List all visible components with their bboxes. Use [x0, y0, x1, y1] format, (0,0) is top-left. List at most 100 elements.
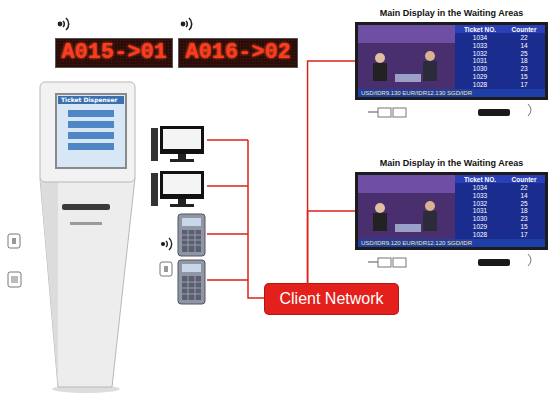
media-box [478, 259, 510, 266]
table-cell: 25 [504, 200, 544, 207]
main-display: Main Display in the Waiting AreasTicket … [355, 22, 548, 100]
socket-plate [378, 258, 391, 267]
monitor-stand [178, 154, 186, 159]
kiosk-screen-bg [55, 93, 127, 169]
keypad-keys [182, 230, 201, 252]
wifi-arc [169, 238, 172, 250]
media-box [478, 109, 510, 116]
node-title: A015->01 [56, 39, 172, 67]
monitor-frame [160, 126, 204, 154]
node-title: Client Network [265, 284, 398, 314]
keypad-body [178, 260, 205, 304]
table-cell: 1032 [457, 50, 503, 57]
table-cell: 14 [504, 42, 544, 49]
wifi-arc [66, 18, 69, 30]
table-cell: 1029 [457, 223, 503, 230]
wifi-dot [162, 243, 165, 246]
wifi-arc [186, 21, 187, 27]
node-title: Main Display in the Waiting Areas [355, 8, 548, 18]
table-cell: 22 [504, 184, 544, 191]
socket-plate [160, 262, 172, 276]
table-cell: 1031 [457, 57, 503, 64]
tv-picture [358, 175, 545, 247]
ticker-text: USD/IDR9.130 EUR/IDR12.130 SGD/IDR [361, 89, 541, 97]
table-cell: 1033 [457, 42, 503, 49]
presenter-body [373, 213, 387, 231]
presenter-head [425, 51, 435, 61]
keypad-grid [182, 230, 201, 252]
wifi-arc [189, 18, 192, 30]
socket-hole [164, 266, 168, 272]
socket-plate [8, 272, 21, 287]
table-cell: 1031 [457, 207, 503, 214]
network-connector [308, 61, 355, 284]
table-cell: 1032 [457, 200, 503, 207]
cable [368, 262, 378, 263]
wifi-arc [63, 21, 64, 27]
presenter-body [423, 211, 437, 231]
table-header: Ticket NO. [457, 176, 503, 183]
socket-plate [393, 108, 406, 117]
kiosk-head [40, 82, 135, 182]
wifi-symbol [58, 18, 68, 30]
queue-table-header [455, 175, 545, 183]
studio-backdrop [358, 25, 455, 89]
cable [528, 254, 531, 266]
pc-terminal [151, 171, 204, 207]
socket-plate [378, 108, 391, 117]
table-cell: 23 [504, 215, 544, 222]
table-cell: 14 [504, 192, 544, 199]
screen-button [68, 143, 114, 150]
ticker-text: USD/IDR9.120 EUR/IDR12.120 SGD/IDR [361, 239, 541, 247]
presenter-head [375, 203, 385, 213]
monitor-base [170, 204, 194, 207]
studio-backdrop [358, 175, 455, 239]
table-cell: 25 [504, 50, 544, 57]
studio-lights [358, 175, 455, 193]
keypad-grid [182, 276, 201, 300]
table-cell: 15 [504, 223, 544, 230]
pc-terminal [151, 126, 204, 162]
led-display: A015->01 [55, 38, 173, 68]
keypad-lcd [182, 264, 201, 272]
table-cell: 1029 [457, 73, 503, 80]
caller-keypad [160, 260, 205, 304]
node-title: Main Display in the Waiting Areas [355, 158, 548, 168]
network-box: Client Network [265, 284, 398, 314]
kiosk-side [40, 178, 58, 387]
pc-tower [151, 128, 158, 161]
monitor-screen [163, 129, 201, 149]
table-cell: 1033 [457, 192, 503, 199]
table-cell: 15 [504, 73, 544, 80]
table-cell: 1030 [457, 215, 503, 222]
screen-button [68, 132, 114, 139]
cable [528, 104, 531, 116]
table-cell: 23 [504, 65, 544, 72]
studio-lights [358, 25, 455, 43]
caller-keypad [178, 214, 205, 256]
node-title: Ticket Dispenser [58, 96, 124, 104]
table-header: Ticket NO. [457, 26, 503, 33]
wifi-dot [181, 22, 184, 25]
table-cell: 17 [504, 231, 544, 238]
table-cell: 1034 [457, 34, 503, 41]
network-connector [308, 211, 355, 284]
monitor-screen [163, 174, 201, 194]
table-cell: 18 [504, 207, 544, 214]
table-cell: 18 [504, 57, 544, 64]
socket-hole [11, 276, 18, 283]
screen-button [68, 110, 114, 117]
table-cell: 17 [504, 81, 544, 88]
monitor-base [170, 159, 194, 162]
main-display: Main Display in the Waiting AreasTicket … [355, 172, 548, 250]
ticker-strip [358, 89, 545, 97]
wire-path [207, 140, 265, 298]
presenter-head [375, 53, 385, 63]
queue-table-bg [455, 25, 545, 89]
kiosk-screen: Ticket Dispenser [55, 93, 127, 169]
table-header: Counter [504, 26, 544, 33]
table-header: Counter [504, 176, 544, 183]
presenter-body [423, 61, 437, 81]
table-cell: 1034 [457, 184, 503, 191]
